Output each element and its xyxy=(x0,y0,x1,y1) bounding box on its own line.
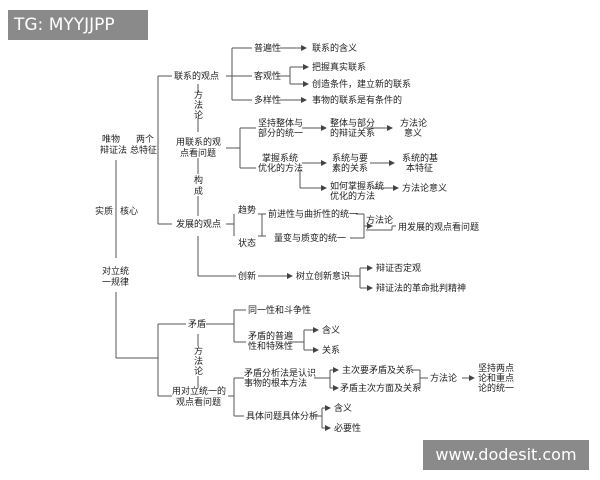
node-universal-meaning: 联系的含义 xyxy=(312,42,357,54)
node-objective-a: 把握真实联系 xyxy=(312,61,366,73)
node-whole-part-method: 方法论意义 xyxy=(400,117,427,139)
node-identity: 同一性和斗争性 xyxy=(248,304,311,316)
node-progress: 前进性与曲折性的统一 xyxy=(268,208,358,220)
node-quantity: 量变与质变的统一 xyxy=(274,232,346,244)
node-diverse-result: 事物的联系是有条件的 xyxy=(312,94,402,106)
node-system-features: 系统的基本特征 xyxy=(402,152,438,174)
node-method-c: 方法论 xyxy=(194,345,203,377)
node-whole-part-relation: 整体与部分的辩证关系 xyxy=(330,117,375,139)
node-how-system: 如何掌握系统优化的方法 xyxy=(330,180,384,202)
node-critical: 辩证法的革命批判精神 xyxy=(376,282,466,294)
node-core: 核心 xyxy=(120,205,138,217)
node-main-secondary: 主次要矛盾及关系 xyxy=(342,364,414,376)
node-meaning-2: 含义 xyxy=(334,402,352,414)
node-universality-particularity: 矛盾的普遍性和特殊性 xyxy=(248,330,293,352)
node-connect: 联系的观点 xyxy=(174,70,219,82)
node-diverse: 多样性 xyxy=(254,94,281,106)
node-method-a: 方法论 xyxy=(194,89,203,121)
watermark-top-left: TG: MYYJJPP xyxy=(8,10,148,40)
node-two-features: 两个总特征 xyxy=(130,134,157,156)
node-use-develop: 用发展的观点看问题 xyxy=(398,221,479,233)
node-main-aspect: 矛盾主次方面及关系 xyxy=(340,382,421,394)
node-use-unity: 用对立统一的观点看问题 xyxy=(172,385,226,408)
node-objective-b: 创造条件，建立新的联系 xyxy=(312,78,411,90)
node-adhere: 坚持两点论和重点论的统一 xyxy=(478,362,514,394)
node-innovate: 创新 xyxy=(238,270,256,282)
node-essence: 实质 xyxy=(95,205,113,217)
node-meaning: 含义 xyxy=(322,324,340,336)
node-analysis-method: 矛盾分析法是认识事物的根本方法 xyxy=(244,367,316,389)
node-universal: 普遍性 xyxy=(254,42,281,54)
node-labels: 唯物辩证法 两个总特征 实质 核心 对立统一规律 联系的观点 普遍性 联系的含义… xyxy=(95,42,514,434)
node-use-connect: 用联系的观点看问题 xyxy=(176,136,221,159)
watermark-bottom-right: www.dodesit.com xyxy=(423,440,589,470)
node-objective: 客观性 xyxy=(254,70,281,82)
node-necessity: 必要性 xyxy=(334,422,361,434)
node-system: 掌握系统优化的方法 xyxy=(258,152,303,174)
node-unity-law: 对立统一规律 xyxy=(102,265,129,288)
node-relation: 关系 xyxy=(322,344,340,356)
node-trend: 趋势 xyxy=(238,204,256,216)
node-state: 状态 xyxy=(238,237,256,249)
node-system-relation: 系统与要素的关系 xyxy=(332,152,368,174)
node-compose: 构成 xyxy=(194,174,203,197)
node-how-system-method: 方法论意义 xyxy=(402,182,447,194)
node-develop: 发展的观点 xyxy=(176,218,221,230)
node-negation: 辩证否定观 xyxy=(376,262,421,274)
node-root: 唯物辩证法 xyxy=(100,133,127,156)
node-innovate-awareness: 树立创新意识 xyxy=(296,270,350,282)
node-method-b: 方法论 xyxy=(366,214,393,226)
node-contradiction: 矛盾 xyxy=(188,319,206,330)
node-whole-part: 坚持整体与部分的统一 xyxy=(258,117,303,139)
connector-lines xyxy=(115,45,475,431)
node-concrete-analysis: 具体问题具体分析 xyxy=(246,410,318,422)
node-method-d: 方法论 xyxy=(430,372,457,384)
